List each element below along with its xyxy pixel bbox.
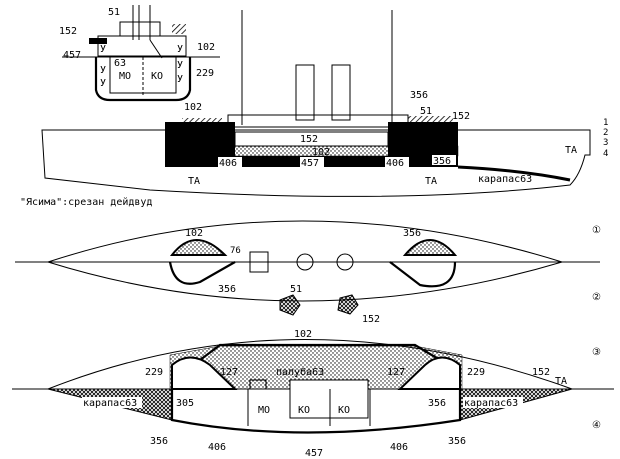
label-carapace: карапас63 [464, 398, 518, 409]
cell-label: У [177, 60, 183, 71]
label-152: 152 [59, 26, 77, 37]
label-152: 152 [532, 367, 550, 378]
belt-457: 457 [301, 158, 319, 169]
label-ta: ТА [425, 176, 437, 187]
plan-view-upper: 102 76 356 356 51 152 ① ② [15, 220, 601, 325]
label-229: 229 [196, 68, 214, 79]
label-102: 102 [184, 102, 202, 113]
label-mo: МО [258, 405, 270, 416]
cross-section: У У У У У У 51 152 457 63 102 229 МО КО [59, 5, 220, 102]
label-51: 51 [420, 106, 432, 117]
label-305: 305 [176, 398, 194, 409]
marker-4: ④ [592, 420, 601, 431]
label-152: 152 [452, 111, 470, 122]
label-457: 457 [305, 448, 323, 459]
label-ko: КО [151, 71, 163, 82]
label-356: 356 [448, 436, 466, 447]
caption-yashima: "Ясима":срезан дейдвуд [20, 196, 152, 208]
label-mo: МО [119, 71, 131, 82]
cell-label: У [177, 44, 183, 55]
label-127: 127 [387, 367, 405, 378]
cell-label: У [100, 44, 106, 55]
label-127: 127 [220, 367, 238, 378]
label-carapace: карапас63 [478, 174, 532, 185]
label-457: 457 [63, 50, 81, 61]
label-356: 356 [428, 398, 446, 409]
label-406: 406 [208, 442, 226, 453]
scale-4: 4 [603, 149, 608, 159]
label-51: 51 [108, 7, 120, 18]
label-102: 102 [294, 329, 312, 340]
belt-406: 406 [219, 158, 237, 169]
cell-label: У [177, 74, 183, 85]
marker-1: ① [592, 225, 601, 236]
label-102-mid: 102 [312, 147, 330, 158]
label-76: 76 [230, 246, 241, 256]
label-carapace: карапас63 [83, 398, 137, 409]
label-ko: КО [298, 405, 310, 416]
label-356: 356 [218, 284, 236, 295]
label-ta: ТА [188, 176, 200, 187]
label-356: 356 [410, 90, 428, 101]
label-102: 102 [197, 42, 215, 53]
label-ta: ТА [565, 145, 577, 156]
marker-2: ② [592, 292, 601, 303]
label-deck: палуба63 [276, 366, 324, 378]
label-ta: ТА [555, 376, 567, 387]
marker-3: ③ [592, 347, 601, 358]
scale-2: 2 [603, 128, 608, 138]
scale-3: 3 [603, 138, 608, 148]
label-152: 152 [362, 314, 380, 325]
cell-label: У [100, 65, 106, 76]
label-406: 406 [390, 442, 408, 453]
belt-356: 356 [433, 156, 451, 167]
label-152-mid: 152 [300, 134, 318, 145]
label-ko: КО [338, 405, 350, 416]
plan-view-lower: 102 229 127 палуба63 127 229 152 ТА кара… [12, 329, 614, 459]
label-229: 229 [467, 367, 485, 378]
label-51: 51 [290, 284, 302, 295]
label-102: 102 [185, 228, 203, 239]
label-63: 63 [114, 58, 126, 69]
scale-1: 1 [603, 118, 608, 128]
label-356: 356 [150, 436, 168, 447]
label-356: 356 [403, 228, 421, 239]
label-229: 229 [145, 367, 163, 378]
belt-406: 406 [386, 158, 404, 169]
cell-label: У [100, 78, 106, 89]
side-view: 102 356 51 152 152 102 406 457 406 356 Т… [20, 10, 608, 208]
